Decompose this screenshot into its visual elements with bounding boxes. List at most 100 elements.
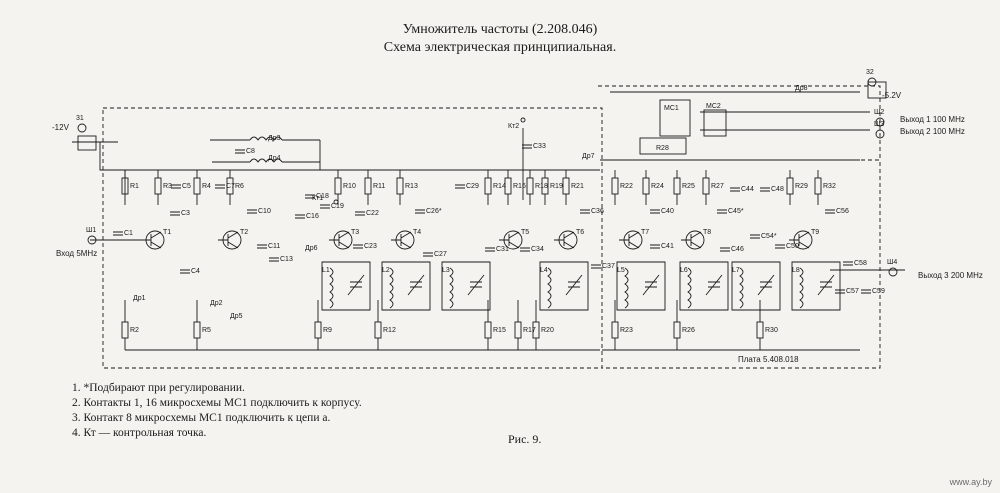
capacitor-c19 — [320, 204, 330, 209]
resistor-r18 — [526, 177, 534, 195]
inductor-l3 — [449, 267, 454, 309]
inductor-label-l3: L3 — [442, 267, 450, 274]
capacitor-label-c4: C4 — [191, 268, 200, 275]
resistor-r11 — [364, 177, 372, 195]
capacitor-c56 — [825, 209, 835, 214]
board-label: Плата 5.408.018 — [738, 355, 799, 364]
resistor-r13 — [396, 177, 404, 195]
capacitor-label-c46: C46 — [731, 246, 744, 253]
capacitor-label-c23: C23 — [364, 243, 377, 250]
resistor-label-r9: R9 — [323, 327, 332, 334]
capacitor-c31 — [485, 247, 495, 252]
capacitor-c41 — [650, 244, 660, 249]
resistor-label-r27: R27 — [711, 183, 724, 190]
resistor-r32 — [814, 177, 822, 195]
transistor-label-t2: T2 — [240, 229, 248, 236]
resistor-label-r13: R13 — [405, 183, 418, 190]
choke-label-8: Др8 — [795, 85, 808, 92]
resistor-label-r15: R15 — [493, 327, 506, 334]
resistor-label-r30: R30 — [765, 327, 778, 334]
capacitor-c50 — [775, 244, 785, 249]
capacitor-label-c10: C10 — [258, 208, 271, 215]
resistor-r16 — [504, 177, 512, 195]
resistor-r21 — [562, 177, 570, 195]
resistor-label-r22: R22 — [620, 183, 633, 190]
capacitor-label-c56: C56 — [836, 208, 849, 215]
note-1: 1. *Подбирают при регулировании. — [72, 382, 245, 394]
capacitor-c37 — [591, 264, 601, 269]
capacitor-c26 — [415, 209, 425, 214]
resistor-label-r2: R2 — [130, 327, 139, 334]
connector-label-1: Ш1 — [86, 227, 96, 234]
resistor-r2 — [121, 321, 129, 339]
capacitor-c1 — [113, 231, 123, 236]
resistor-label-r10: R10 — [343, 183, 356, 190]
capacitor-label-c3: C3 — [181, 210, 190, 217]
capacitor-c34 — [520, 247, 530, 252]
capacitor-label-c58: C58 — [854, 260, 867, 267]
inductor-l6 — [687, 267, 692, 309]
resistor-r30 — [756, 321, 764, 339]
resistor-label-r1: R1 — [130, 183, 139, 190]
transistor-label-t8: T8 — [703, 229, 711, 236]
inductor-label-l8: L8 — [792, 267, 800, 274]
capacitor-c22 — [355, 211, 365, 216]
capacitor-c11 — [257, 244, 267, 249]
inductor-label-l4: L4 — [540, 267, 548, 274]
resistor-label-r24: R24 — [651, 183, 664, 190]
choke-label-3: Др3 — [268, 135, 281, 142]
resistor-label-r17: R17 — [523, 327, 536, 334]
capacitor-label-c59: C59 — [872, 288, 885, 295]
ic-label-mc1: МС1 — [664, 105, 679, 112]
choke-label-7: Др7 — [582, 153, 595, 160]
capacitor-label-c50: C50 — [786, 243, 799, 250]
capacitor-label-c16: C16 — [306, 213, 319, 220]
connector-label-3: Ш3 — [874, 121, 884, 128]
output-top2-label: Выход 2 100 MHz — [900, 127, 965, 136]
resistor-label-r11: R11 — [373, 183, 385, 190]
choke-label-4: Др4 — [268, 155, 281, 162]
resistor-r14 — [484, 177, 492, 195]
capacitor-c46 — [720, 247, 730, 252]
capacitor-c59 — [861, 289, 871, 294]
resistor-label-r5: R5 — [202, 327, 211, 334]
resistor-label-r16: R16 — [513, 183, 526, 190]
watermark: www.ay.by — [949, 477, 992, 487]
resistor-label-r20: R20 — [541, 327, 554, 334]
power-left-label: -12V — [52, 123, 70, 132]
capacitor-c54 — [750, 234, 760, 239]
capacitor-c23 — [353, 244, 363, 249]
capacitor-c27 — [423, 252, 433, 257]
test-point-2 — [520, 117, 526, 123]
resistor-label-r12: R12 — [383, 327, 396, 334]
transistor-label-t4: T4 — [413, 229, 421, 236]
capacitor-label-c26: C26* — [426, 208, 442, 215]
resistor-r26 — [673, 321, 681, 339]
capacitor-c33 — [522, 144, 532, 149]
connector-label-5: 31 — [76, 115, 84, 122]
capacitor-label-c18: C18 — [316, 193, 329, 200]
capacitor-c3 — [170, 211, 180, 216]
resistor-r23 — [611, 321, 619, 339]
choke-label-5: Др5 — [230, 313, 243, 320]
capacitor-c16 — [295, 214, 305, 219]
choke-label-6: Др6 — [305, 245, 318, 252]
board-outline-right — [602, 159, 881, 369]
top-module-outline — [598, 85, 881, 160]
capacitor-label-c5: C5 — [182, 183, 191, 190]
capacitor-label-c1: C1 — [124, 230, 133, 237]
resistor-label-r14: R14 — [493, 183, 506, 190]
capacitor-label-c33: C33 — [533, 143, 546, 150]
capacitor-label-c48: C48 — [771, 186, 784, 193]
connector-4 — [888, 267, 898, 277]
capacitor-label-c19: C19 — [331, 203, 344, 210]
capacitor-label-c7: C7 — [226, 183, 235, 190]
ic-label-mc2: МС2 — [706, 103, 721, 110]
capacitor-label-c8: C8 — [246, 148, 255, 155]
diagram-subtitle: Схема электрическая принципиальная. — [383, 40, 617, 55]
capacitor-c18 — [305, 194, 315, 199]
resistor-label-r4: R4 — [202, 183, 211, 190]
capacitor-c57 — [835, 289, 845, 294]
inductor-l8 — [799, 267, 804, 309]
capacitor-c58 — [843, 261, 853, 266]
